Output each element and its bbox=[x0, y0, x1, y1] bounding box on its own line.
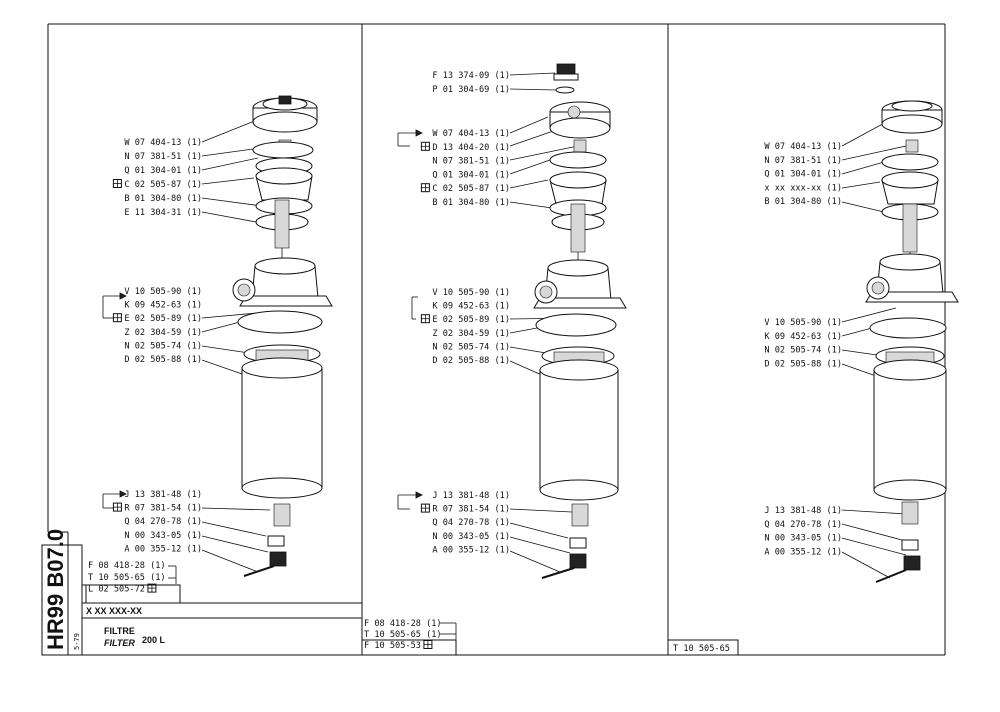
part-label: B 01 304-80 (1) bbox=[124, 194, 202, 204]
part-label: C 02 505-87 (1) bbox=[432, 184, 510, 194]
part-label: N 02 505-74 (1) bbox=[124, 341, 202, 351]
part-label: T 10 505-65 (1) bbox=[364, 630, 442, 640]
part-label: Q 01 304-01 (1) bbox=[432, 170, 510, 180]
part-label: J 13 381-48 (1) bbox=[124, 490, 202, 500]
part-label: W 07 404-13 (1) bbox=[124, 138, 202, 148]
part-label: E 11 304-31 (1) bbox=[124, 208, 202, 218]
part-label: N 07 381-51 (1) bbox=[432, 157, 510, 167]
part-label: F 08 418-28 (1) bbox=[364, 619, 442, 629]
part-label: A 00 355-12 (1) bbox=[124, 544, 202, 554]
filter-drawing-panel1 bbox=[232, 95, 333, 577]
kit-marker-icon bbox=[423, 640, 433, 649]
part-label: N 00 343-05 (1) bbox=[124, 531, 202, 541]
part-label: R 07 381-54 (1) bbox=[432, 505, 510, 515]
part-label: J 13 381-48 (1) bbox=[432, 491, 510, 501]
kit-marker-icon bbox=[112, 179, 122, 188]
part-label: C 02 505-87 (1) bbox=[124, 180, 202, 190]
part-label: N 00 343-05 (1) bbox=[764, 534, 842, 544]
part-label: B 01 304-80 (1) bbox=[764, 197, 842, 207]
kit-marker-icon bbox=[420, 314, 430, 324]
part-label: F 10 505-53 bbox=[364, 641, 421, 651]
kit-box-panel2 bbox=[361, 622, 457, 656]
part-label: F 08 418-28 (1) bbox=[88, 561, 166, 571]
part-label: A 00 355-12 (1) bbox=[764, 547, 842, 557]
kit-marker-icon bbox=[420, 503, 430, 513]
part-label: Z 02 304-59 (1) bbox=[124, 328, 202, 338]
sheet-date: 5-79 bbox=[73, 633, 81, 650]
part-label: N 00 343-05 (1) bbox=[432, 532, 510, 542]
part-label: Z 02 304-59 (1) bbox=[432, 329, 510, 339]
part-label: J 13 381-48 (1) bbox=[764, 506, 842, 516]
title-en: FILTER bbox=[104, 638, 135, 648]
part-label: F 13 374-09 (1) bbox=[432, 71, 510, 81]
part-label: Q 04 270-78 (1) bbox=[124, 517, 202, 527]
part-label: L 02 505-72 bbox=[88, 585, 145, 595]
sheet-code: HR99 B07.0 bbox=[43, 529, 68, 650]
part-label: T 10 505-65 (1) bbox=[88, 573, 166, 583]
leader-lines bbox=[201, 72, 907, 579]
part-label: N 07 381-51 (1) bbox=[764, 156, 842, 166]
part-label: B 01 304-80 (1) bbox=[432, 198, 510, 208]
part-label: N 07 381-51 (1) bbox=[124, 152, 202, 162]
part-label: K 09 452-63 (1) bbox=[124, 301, 202, 311]
kit-marker-icon bbox=[420, 183, 430, 193]
part-label: N 02 505-74 (1) bbox=[432, 342, 510, 352]
footer-ref: T 10 505-65 bbox=[673, 644, 730, 654]
part-label: D 13 404-20 (1) bbox=[432, 143, 510, 153]
part-label: Q 01 304-01 (1) bbox=[764, 170, 842, 180]
kit-marker-icon bbox=[147, 583, 157, 593]
footer-box-panel3: T 10 505-65 bbox=[667, 639, 739, 656]
part-label: Q 04 270-78 (1) bbox=[432, 518, 510, 528]
part-label: V 10 505-90 (1) bbox=[432, 288, 510, 298]
part-label: Q 01 304-01 (1) bbox=[124, 166, 202, 176]
part-label: R 07 381-54 (1) bbox=[124, 504, 202, 514]
part-label: D 02 505-88 (1) bbox=[432, 356, 510, 366]
sheet-ref: X XX XXX-XX bbox=[86, 606, 142, 616]
part-label: P 01 304-69 (1) bbox=[432, 85, 510, 95]
kit-marker-icon bbox=[112, 313, 122, 323]
filter-size: 200 L bbox=[142, 635, 166, 645]
part-label: V 10 505-90 (1) bbox=[124, 287, 202, 297]
filter-drawing-panel2 bbox=[533, 63, 627, 579]
kit-marker-icon bbox=[112, 502, 122, 512]
part-label: W 07 404-13 (1) bbox=[432, 129, 510, 139]
part-label: N 02 505-74 (1) bbox=[764, 346, 842, 356]
part-label: K 09 452-63 (1) bbox=[764, 332, 842, 342]
part-label: V 10 505-90 (1) bbox=[764, 318, 842, 328]
part-label: D 02 505-88 (1) bbox=[124, 355, 202, 365]
kit-box-panel1 bbox=[85, 565, 181, 604]
kit-marker-icon bbox=[420, 141, 430, 151]
part-label: A 00 355-12 (1) bbox=[432, 545, 510, 555]
part-labels: W 07 404-13 (1) N 07 381-51 (1) Q 01 304-0… bbox=[88, 71, 842, 651]
sheet-frame bbox=[47, 23, 946, 656]
group-brackets bbox=[102, 129, 423, 510]
part-label: W 07 404-13 (1) bbox=[764, 142, 842, 152]
part-label: D 02 505-88 (1) bbox=[764, 359, 842, 369]
part-label: x xx xxx-xx (1) bbox=[764, 183, 842, 193]
part-label: E 02 505-89 (1) bbox=[124, 314, 202, 324]
title-fr: FILTRE bbox=[104, 626, 135, 636]
part-label: E 02 505-89 (1) bbox=[432, 315, 510, 325]
part-label: Q 04 270-78 (1) bbox=[764, 520, 842, 530]
part-label: K 09 452-63 (1) bbox=[432, 302, 510, 312]
filter-drawing-panel3 bbox=[865, 100, 959, 583]
